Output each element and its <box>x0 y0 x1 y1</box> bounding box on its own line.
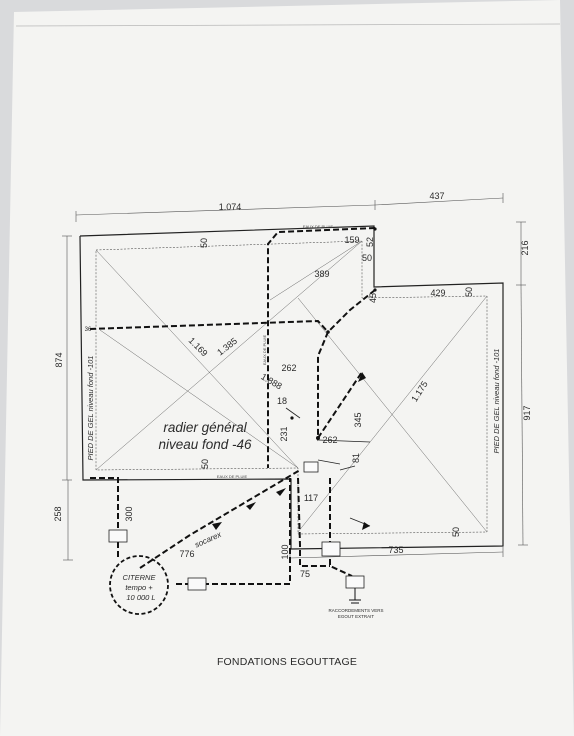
dim-300: 300 <box>124 506 134 521</box>
dim-right-height: 917 <box>522 405 532 420</box>
dim-50-notch: 50 <box>362 253 372 263</box>
dim-right-top: 216 <box>520 240 530 255</box>
dim-117: 117 <box>304 493 318 503</box>
dim-left-height: 874 <box>54 352 64 367</box>
dim-262-top: 262 <box>281 363 296 373</box>
dim-50-bottom: 50 <box>200 459 210 469</box>
dim-159: 159 <box>344 235 359 245</box>
dim-81: 81 <box>351 453 361 463</box>
dim-top-right: 437 <box>429 191 444 201</box>
drawing-title: FONDATIONS EGOUTTAGE <box>216 656 358 668</box>
dim-18: 18 <box>277 396 287 406</box>
citerne-label-1: CITERNE <box>123 573 157 582</box>
dim-100: 100 <box>280 544 290 559</box>
dim-776: 776 <box>179 549 194 559</box>
raccordement-label-2: EGOUT EXTRAIT <box>338 614 374 619</box>
citerne-label-2: tempo + <box>125 583 153 592</box>
dim-bottom-left: 258 <box>53 506 63 521</box>
dim-36: 36 <box>85 327 92 333</box>
citerne-tank <box>109 555 169 615</box>
nodes <box>290 227 377 440</box>
eaux-pluie-top: EAUX DE PLUIE <box>303 224 334 229</box>
dim-45: 45 <box>368 293 378 303</box>
dim-262-mid: 262 <box>322 435 337 445</box>
eaux-pluie-vertical: EAUX DE PLUIE <box>262 335 267 366</box>
ground-symbol <box>349 588 361 604</box>
drainage-lines <box>89 227 376 585</box>
dim-50-br: 50 <box>451 527 461 537</box>
dim-50-right: 50 <box>464 287 474 297</box>
dim-231: 231 <box>279 426 289 441</box>
dim-52: 52 <box>365 237 375 247</box>
eaux-pluie-bottom: EAUX DE PLUIE <box>217 474 248 479</box>
flow-arrows <box>212 372 370 530</box>
dimension-lines <box>62 193 528 563</box>
dim-75: 75 <box>300 569 310 579</box>
pied-de-gel-right: PIED DE GEL niveau fond -101 <box>492 349 501 454</box>
dim-345: 345 <box>353 412 363 427</box>
radier-label-line2: niveau fond -46 <box>158 437 252 452</box>
building-outline <box>79 225 504 550</box>
inspection-boxes <box>108 461 365 591</box>
citerne-label-3: 10 000 L <box>126 593 155 602</box>
dim-429: 429 <box>430 288 445 298</box>
dim-389: 389 <box>314 269 329 279</box>
paper-fold <box>15 23 561 27</box>
raccordement-label-1: RACCORDEMENTS VERS <box>328 608 383 613</box>
dim-bottom-right: 735 <box>388 545 403 555</box>
pied-de-gel-left: PIED DE GEL niveau fond -101 <box>86 356 95 461</box>
dim-50-top: 50 <box>199 238 209 248</box>
radier-label-line1: radier général <box>163 420 247 435</box>
dim-top-left: 1.074 <box>219 202 242 212</box>
